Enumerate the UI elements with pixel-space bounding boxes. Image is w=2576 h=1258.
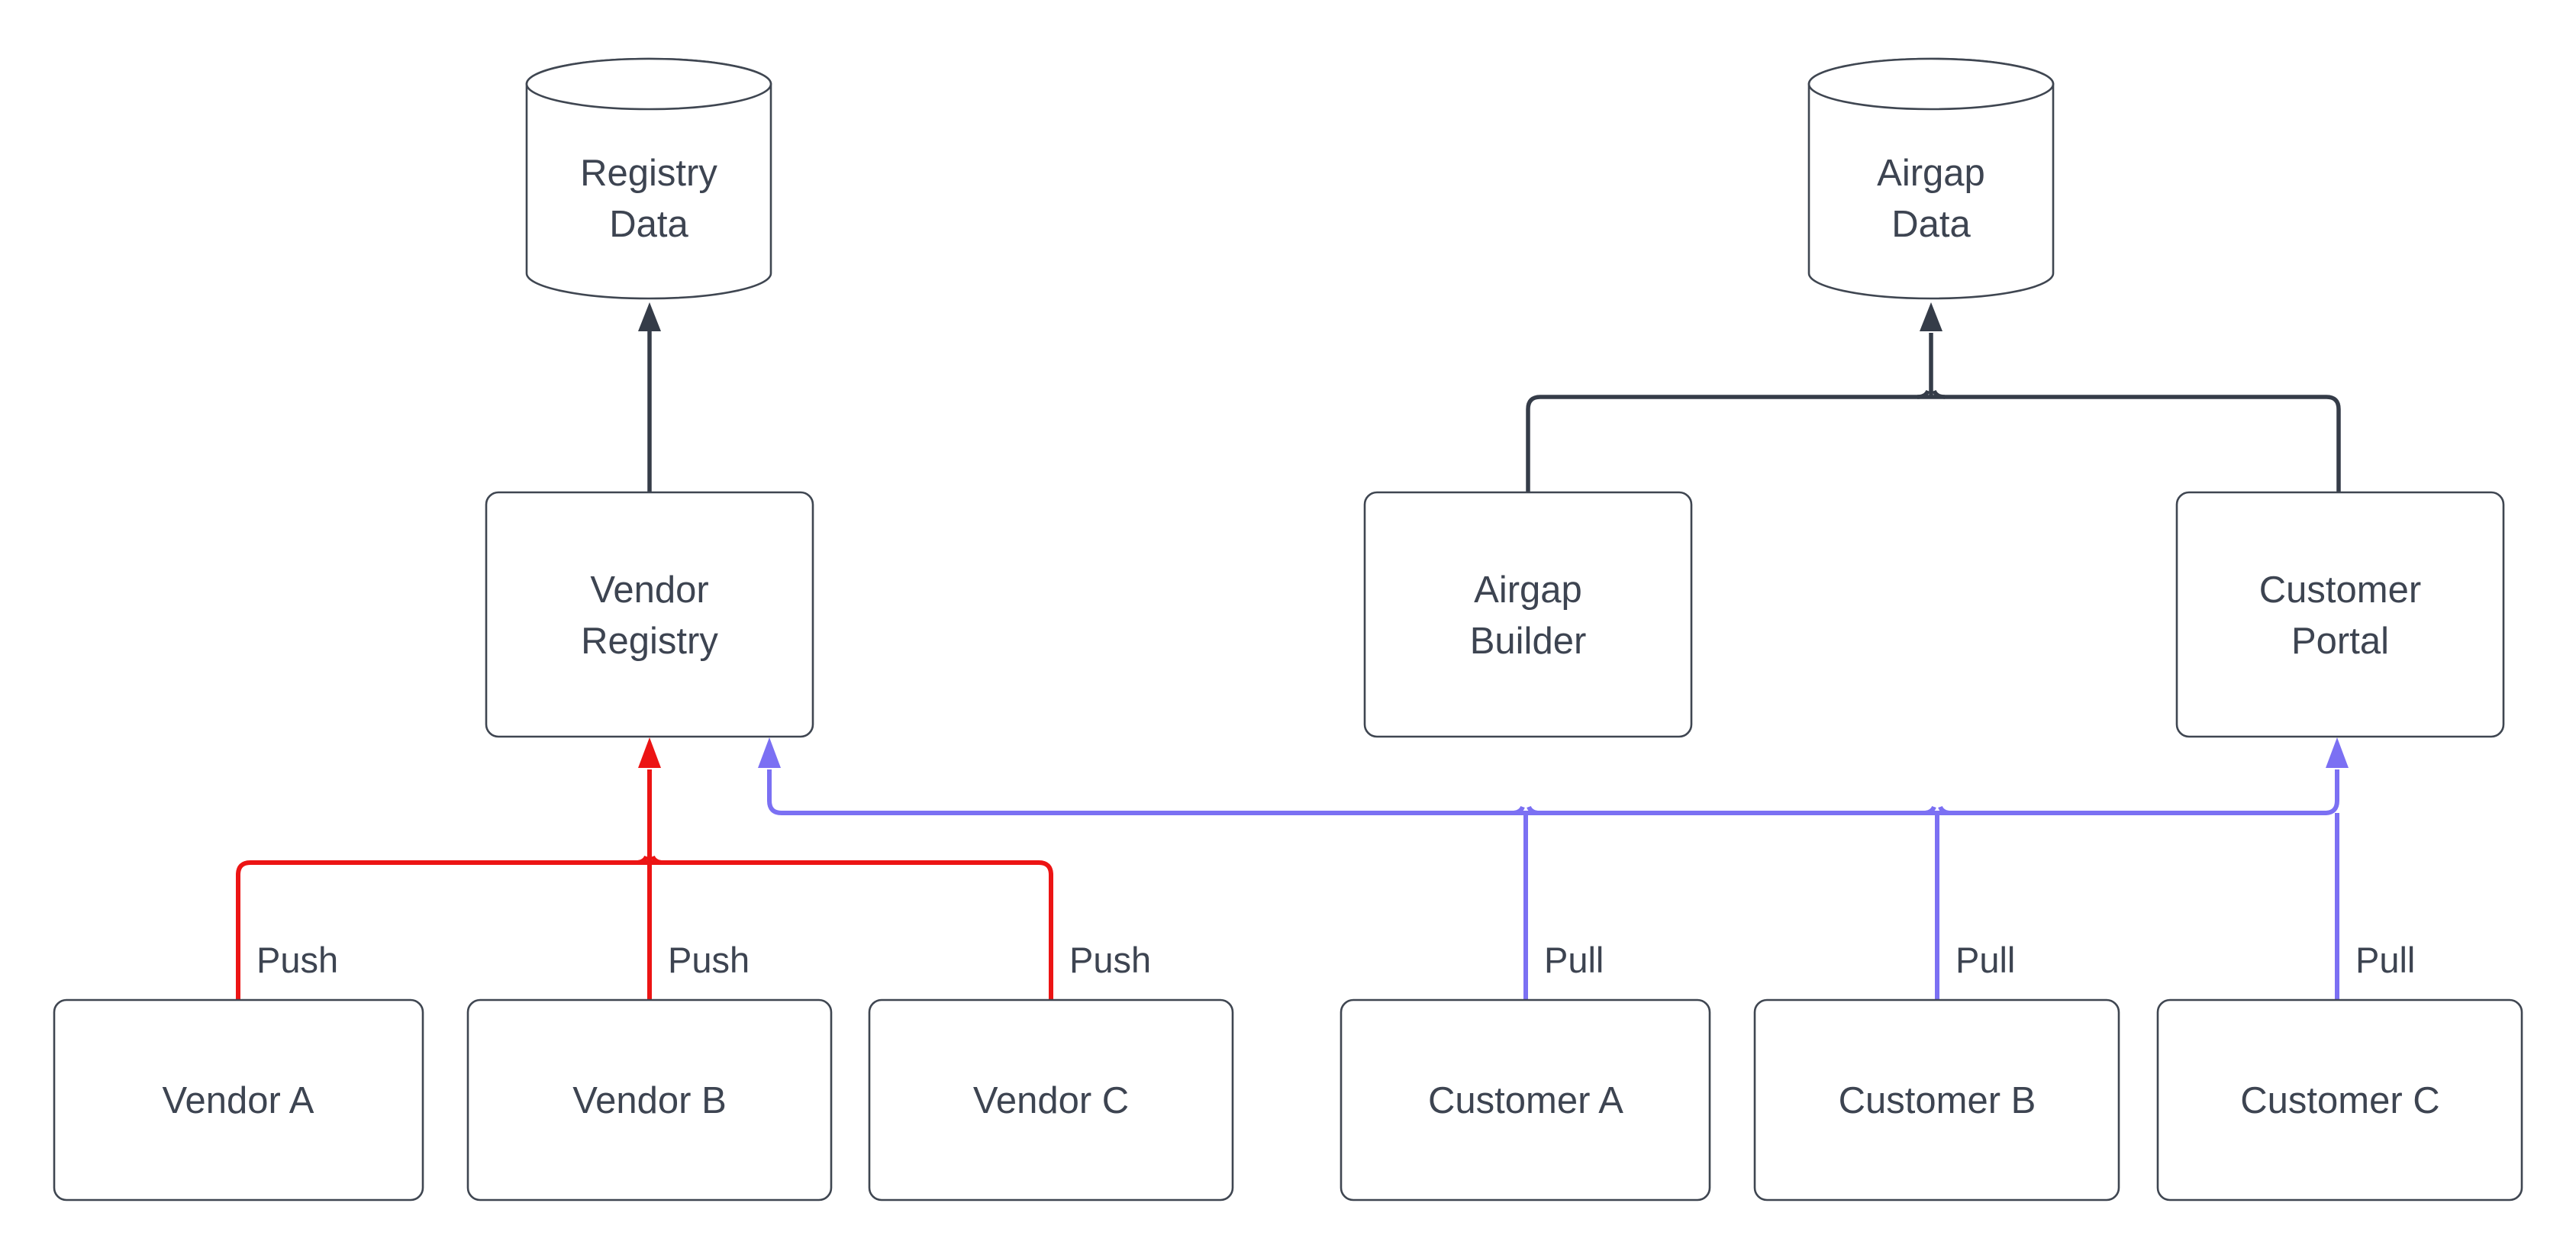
node-box [1753, 998, 2120, 1202]
junction-fillet [650, 855, 664, 865]
node-label: Customer [2259, 569, 2421, 611]
node-label: Vendor [590, 569, 708, 611]
node-box [1363, 491, 1693, 738]
junction-fillet [1923, 805, 1936, 815]
pull-bus [767, 769, 2339, 815]
node-customer-c: Customer C [2156, 998, 2523, 1202]
arrowhead-up-registry-data [638, 302, 661, 331]
node-label: Airgap [1474, 569, 1582, 611]
nodes-layer: Registry Data Airgap Data Vendor Registr… [53, 57, 2523, 1202]
node-label: Registry [581, 621, 718, 662]
node-label: Vendor B [572, 1080, 727, 1121]
node-customer-b: Customer B [1753, 998, 2120, 1202]
node-box [485, 491, 814, 738]
edge-label-push-vendor-b: Push [668, 940, 750, 980]
edge-label-pull-customer-c: Pull [2355, 940, 2415, 980]
arrowhead-push-vendor-registry [638, 737, 661, 768]
edge-label-pull-customer-b: Pull [1955, 940, 2015, 980]
junction-fillet [635, 855, 649, 865]
node-label: Vendor A [163, 1080, 314, 1121]
push-trunk [236, 860, 1053, 1000]
node-vendor-a: Vendor A [53, 998, 424, 1202]
node-vendor-c: Vendor C [868, 998, 1234, 1202]
node-box [2175, 491, 2505, 738]
node-airgap-data: Airgap Data [1807, 57, 2055, 300]
node-label: Customer B [1839, 1080, 2036, 1121]
node-box [868, 998, 1234, 1202]
edge-builders-to-airgap-data [1526, 333, 2341, 492]
node-label: Registry [580, 153, 717, 194]
node-registry-data: Registry Data [525, 57, 772, 300]
node-label: Portal [2291, 621, 2389, 662]
node-box [2156, 998, 2523, 1202]
edge-labels-layer: Push Push Push Pull Pull Pull [256, 940, 2415, 980]
edges-layer [236, 302, 2349, 1000]
node-customer-portal: Customer Portal [2175, 491, 2505, 738]
edge-label-pull-customer-a: Pull [1544, 940, 1604, 980]
node-vendor-b: Vendor B [466, 998, 833, 1202]
node-box [1340, 998, 1711, 1202]
node-vendor-registry: Vendor Registry [485, 491, 814, 738]
arrowhead-pull-customer-portal [2326, 737, 2349, 768]
arrowhead-up-airgap-data [1920, 302, 1942, 331]
edge-vendors-push [236, 769, 1053, 1000]
node-label: Customer A [1428, 1080, 1623, 1121]
node-label: Data [609, 204, 688, 245]
cylinder-top [1807, 57, 2055, 111]
edge-customers-pull [767, 769, 2339, 1000]
node-label: Airgap [1877, 153, 1985, 194]
edge-label-push-vendor-c: Push [1069, 940, 1151, 980]
node-label: Customer C [2240, 1080, 2439, 1121]
edge-elbow [1526, 395, 2341, 492]
node-airgap-builder: Airgap Builder [1363, 491, 1693, 738]
node-box [53, 998, 424, 1202]
cylinder-top [525, 57, 772, 111]
junction-fillet [1527, 805, 1540, 815]
junction-fillet [1932, 389, 1946, 399]
node-customer-a: Customer A [1340, 998, 1711, 1202]
edge-label-push-vendor-a: Push [256, 940, 338, 980]
node-label: Builder [1470, 621, 1587, 662]
node-label: Data [1891, 204, 1971, 245]
junction-fillet [1917, 389, 1930, 399]
node-label: Vendor C [973, 1080, 1129, 1121]
arrowhead-pull-vendor-registry [758, 737, 781, 768]
junction-fillet [1511, 805, 1525, 815]
node-box [466, 998, 833, 1202]
junction-fillet [1938, 805, 1952, 815]
